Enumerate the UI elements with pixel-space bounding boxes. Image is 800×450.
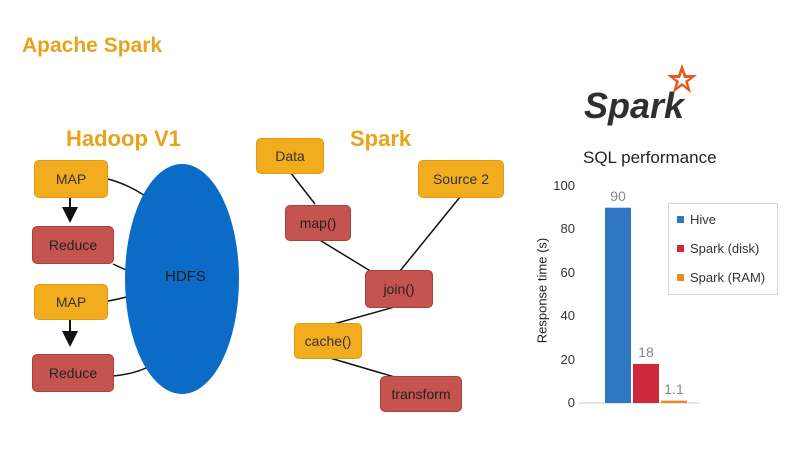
map-function-node: map() [285,205,351,241]
map-node: MAP [34,284,108,320]
bar-value-label: 1.1 [664,380,684,397]
y-tick-label: 100 [553,178,575,193]
chart-legend: Hive Spark (disk) Spark (RAM) [668,203,778,295]
bar-spark-ram [661,400,687,403]
legend-label: Spark (RAM) [690,270,766,285]
legend-swatch [677,216,684,223]
data-node: Data [256,138,324,174]
legend-item-spark-ram: Spark (RAM) [677,270,765,285]
flow-edge [317,238,373,273]
hadoop-title: Hadoop V1 [66,126,181,151]
flow-edge [289,171,316,205]
reduce-node: Reduce [32,354,114,392]
flow-edge [399,196,461,272]
slide-title: Apache Spark [22,34,163,57]
chart-title: SQL performance [583,148,717,167]
y-tick-label: 0 [567,395,575,410]
y-tick-label: 20 [560,351,575,367]
source2-node: Source 2 [418,160,504,198]
legend-item-spark-disk: Spark (disk) [677,241,759,256]
legend-swatch [677,274,684,281]
y-tick-label: 40 [560,308,575,324]
hdfs-label: HDFS [165,268,206,285]
y-tick-label: 60 [560,264,575,280]
bar-spark-disk [633,363,659,403]
legend-label: Spark (disk) [690,241,760,256]
y-tick-label: 80 [560,221,575,237]
cache-node: cache() [294,323,362,359]
bar-value-label: 18 [638,343,654,360]
legend-swatch [677,245,684,252]
bar-hive [605,207,631,403]
legend-label: Hive [690,212,717,227]
spark-title: Spark [350,126,412,151]
reduce-node: Reduce [32,226,114,264]
transform-node: transform [380,376,462,412]
legend-item-hive: Hive [677,212,716,227]
flow-edge [329,357,399,379]
spark-logo: Spark [570,60,712,140]
join-node: join() [365,270,433,308]
spark-logo-wordmark: Spark [584,85,686,126]
bar-value-label: 90 [610,187,626,204]
star-icon [667,64,697,93]
flow-edge [329,305,399,326]
hdfs-ellipse [125,164,239,394]
map-node: MAP [34,160,108,198]
